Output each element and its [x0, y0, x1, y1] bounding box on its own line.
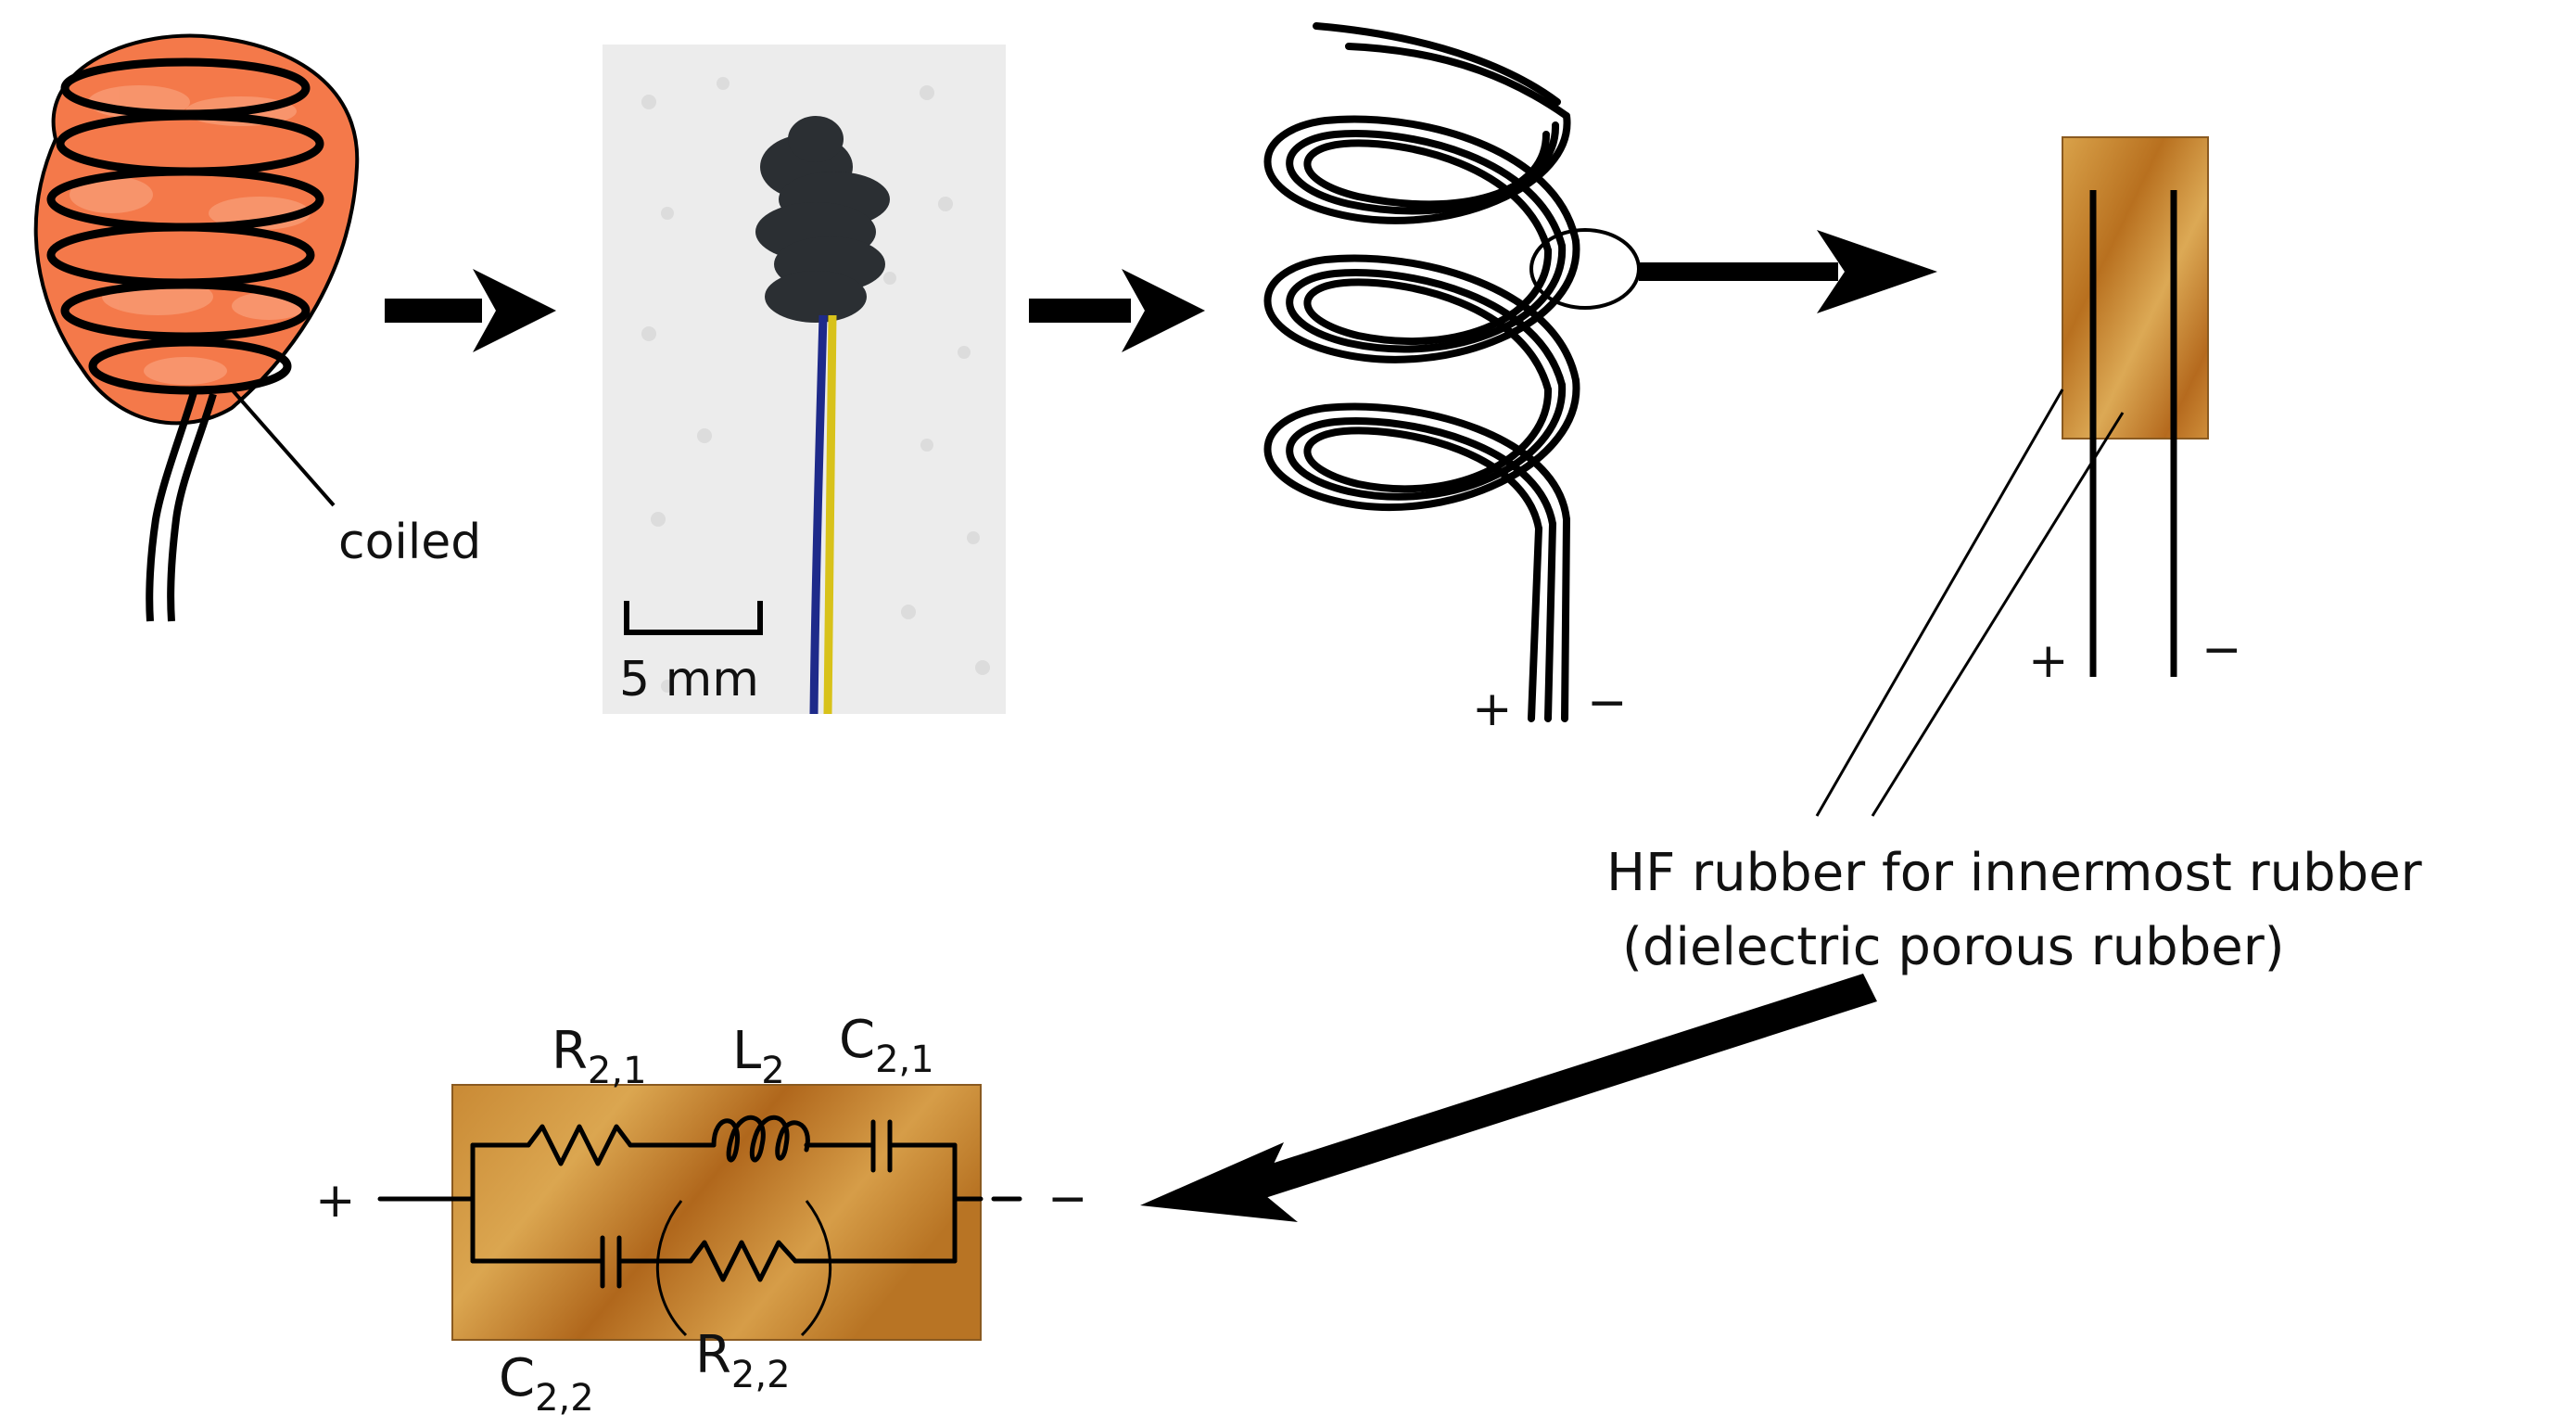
arrow-3: [1639, 230, 1937, 313]
r22-bracket: [655, 1200, 688, 1337]
resistor-r22: [688, 1240, 798, 1282]
coil-loop-1: [1263, 112, 1580, 245]
photo-texture: [641, 77, 990, 693]
scale-bar: [624, 601, 763, 635]
coil-minus-label: −: [1587, 675, 1628, 731]
arrow-2: [1029, 269, 1205, 352]
label-c22: C2,2: [499, 1348, 594, 1420]
plate-plus-label: +: [2028, 633, 2069, 689]
scale-bar-label: 5 mm: [619, 652, 759, 707]
circuit-plus-label: +: [315, 1173, 356, 1229]
coiled-leader-line: [230, 388, 336, 507]
hf-leader-1: [1815, 389, 2064, 817]
arrow-1: [385, 269, 556, 352]
magnifier-ellipse: [1529, 228, 1641, 310]
arrow-4: [1140, 974, 1877, 1222]
sensor-photo: [603, 45, 1006, 715]
circuit-minus-label: −: [1047, 1171, 1088, 1227]
coiled-label: coiled: [338, 515, 481, 570]
inductor-l2: [711, 1115, 810, 1163]
dark-coiled-rubber: [755, 116, 890, 323]
photo-wire-yellow: [823, 314, 837, 715]
resistor-r21: [526, 1124, 633, 1166]
plate-minus-label: −: [2202, 622, 2242, 678]
hf-leader-2: [1871, 412, 2125, 817]
coiled-rubber-sketch: [33, 33, 360, 622]
rubber-plate: [2062, 136, 2209, 440]
equivalent-circuit: [377, 1084, 1032, 1341]
coil-plus-label: +: [1472, 682, 1513, 737]
label-r22: R2,2: [695, 1325, 791, 1396]
coil-lead-2: [167, 392, 217, 622]
coil-loops: [46, 57, 324, 395]
helical-coil-drawing: [1263, 22, 1580, 722]
coil-loop-3: [1263, 376, 1580, 523]
circuit-background: [451, 1084, 982, 1341]
label-c21: C2,1: [839, 1010, 934, 1081]
hf-label-line2: (dielectric porous rubber): [1622, 917, 2285, 977]
hf-label-line1: HF rubber for innermost rubber: [1606, 843, 2423, 903]
dielectric-plate: [2062, 136, 2209, 677]
label-l2: L2: [732, 1021, 785, 1092]
coil-lead-1: [146, 388, 198, 622]
label-r21: R2,1: [552, 1021, 647, 1092]
photo-wire-blue: [809, 314, 828, 715]
